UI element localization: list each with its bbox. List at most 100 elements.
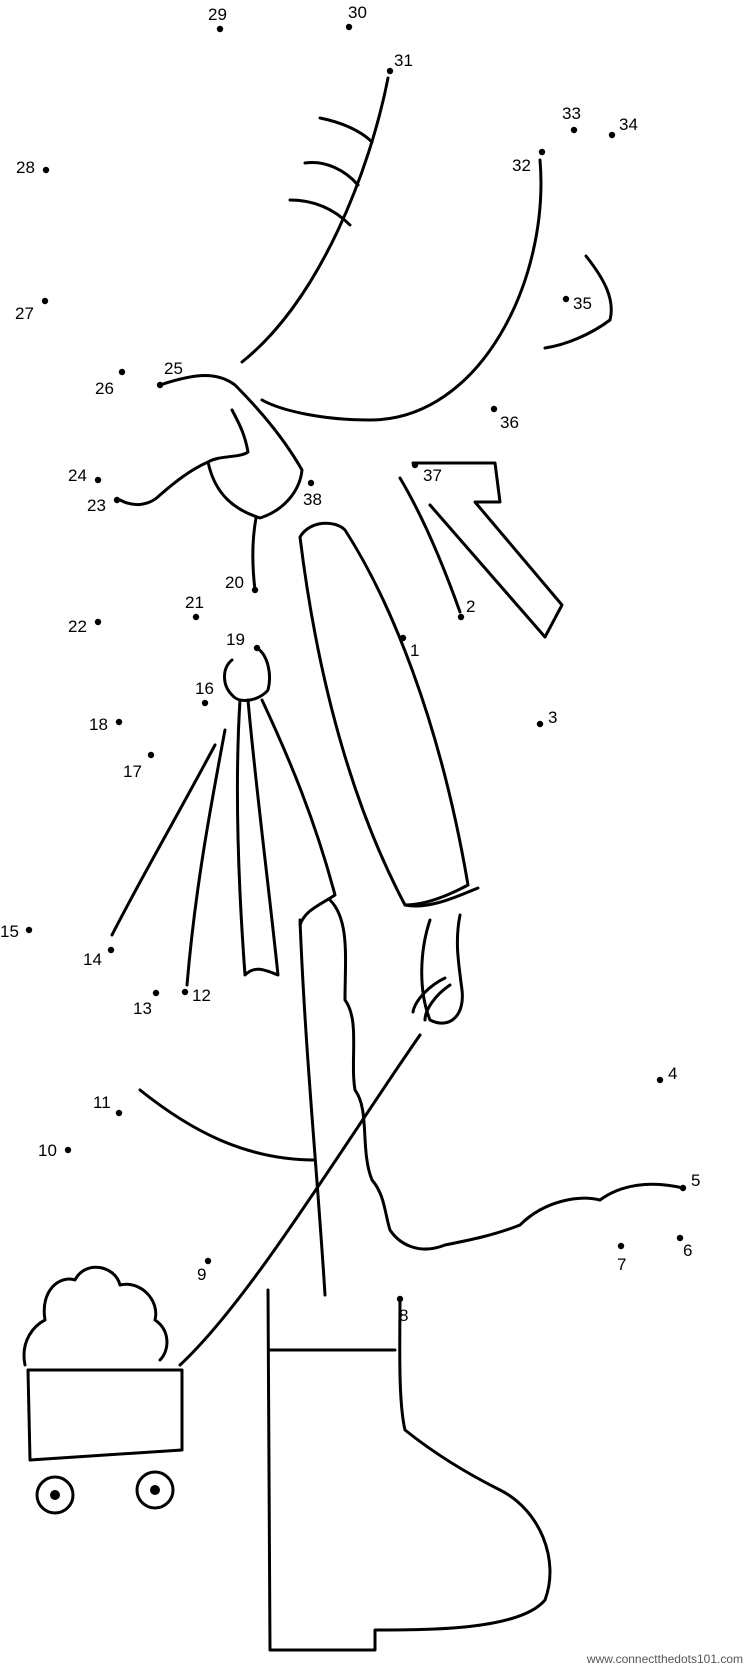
- dot-38[interactable]: [307, 479, 315, 487]
- right-sleeve: [411, 461, 564, 639]
- wagon-body: [26, 1368, 184, 1462]
- dot-20[interactable]: [251, 586, 259, 594]
- dot-label-19: 19: [226, 630, 245, 649]
- dot-25[interactable]: [156, 381, 164, 389]
- dot-label-32: 32: [512, 156, 531, 175]
- hair-stroke: [543, 254, 613, 350]
- dot-1[interactable]: [399, 634, 407, 642]
- dot-label-6: 6: [683, 1241, 692, 1260]
- dot-37[interactable]: [411, 461, 419, 469]
- dot-13[interactable]: [152, 989, 160, 997]
- scarf: [236, 698, 280, 977]
- dot-32[interactable]: [538, 148, 546, 156]
- dot-31[interactable]: [386, 67, 394, 75]
- dot-29[interactable]: [216, 25, 224, 33]
- dot-23[interactable]: [113, 496, 121, 504]
- cuff: [403, 886, 480, 908]
- dot-label-1: 1: [410, 641, 419, 660]
- dot-10[interactable]: [64, 1146, 72, 1154]
- hair-stroke: [240, 76, 390, 364]
- hair-stroke: [318, 116, 374, 144]
- dot-5[interactable]: [679, 1184, 687, 1192]
- dot-14[interactable]: [107, 946, 115, 954]
- dot-label-4: 4: [668, 1064, 677, 1083]
- hair-stroke: [288, 198, 352, 227]
- dot-27[interactable]: [41, 297, 49, 305]
- dot-label-21: 21: [185, 593, 204, 612]
- dot-26[interactable]: [118, 368, 126, 376]
- fingers: [411, 976, 452, 1022]
- dot-label-31: 31: [394, 51, 413, 70]
- dot-3[interactable]: [536, 720, 544, 728]
- dot-4[interactable]: [656, 1076, 664, 1084]
- dot-35[interactable]: [562, 295, 570, 303]
- line-art: [22, 76, 685, 1652]
- dot-label-7: 7: [617, 1255, 626, 1274]
- dot-label-37: 37: [423, 466, 442, 485]
- dot-label-12: 12: [192, 986, 211, 1005]
- dots-layer: 1234567891011121314151617181920212223242…: [0, 3, 700, 1325]
- dot-label-33: 33: [562, 104, 581, 123]
- dot-label-2: 2: [466, 597, 475, 616]
- watermark: www.connectthedots101.com: [586, 1652, 743, 1666]
- scarf-strand: [110, 743, 217, 937]
- dot-label-5: 5: [691, 1171, 700, 1190]
- dot-label-22: 22: [68, 617, 87, 636]
- dot-2[interactable]: [457, 613, 465, 621]
- wagon-wheel: [35, 1475, 75, 1515]
- right-sleeve-inner: [398, 476, 462, 614]
- leg: [298, 918, 327, 1297]
- dot-16[interactable]: [201, 699, 209, 707]
- pants-ruffle: [328, 898, 685, 1251]
- wagon-leaves: [22, 1265, 169, 1367]
- body-arm: [298, 521, 470, 907]
- dot-12[interactable]: [181, 988, 189, 996]
- dot-label-29: 29: [208, 5, 227, 24]
- hand: [420, 913, 464, 1025]
- dot-34[interactable]: [608, 131, 616, 139]
- scarf-top: [223, 646, 272, 702]
- dot-7[interactable]: [617, 1242, 625, 1250]
- dot-label-38: 38: [303, 490, 322, 509]
- dot-36[interactable]: [490, 405, 498, 413]
- head-outline: [260, 158, 543, 422]
- dot-label-25: 25: [164, 359, 183, 378]
- hair-stroke: [303, 160, 360, 187]
- dot-label-10: 10: [38, 1141, 57, 1160]
- dot-label-18: 18: [89, 715, 108, 734]
- dot-label-9: 9: [197, 1265, 206, 1284]
- dot-label-14: 14: [83, 950, 102, 969]
- dot-17[interactable]: [147, 751, 155, 759]
- dot-24[interactable]: [94, 476, 102, 484]
- dot-label-26: 26: [95, 379, 114, 398]
- dot-label-17: 17: [123, 762, 142, 781]
- hand-left: [118, 460, 210, 507]
- collar: [158, 374, 304, 520]
- dot-18[interactable]: [115, 718, 123, 726]
- dot-30[interactable]: [345, 23, 353, 31]
- coat-edge: [260, 698, 337, 927]
- dot-label-8: 8: [399, 1306, 408, 1325]
- dot-label-24: 24: [68, 466, 87, 485]
- dot-19[interactable]: [253, 644, 261, 652]
- dot-label-3: 3: [548, 708, 557, 727]
- wagon-rope: [178, 1033, 422, 1367]
- dot-label-27: 27: [15, 304, 34, 323]
- scarf-strand: [185, 728, 227, 987]
- dot-label-20: 20: [225, 573, 244, 592]
- dot-label-35: 35: [573, 294, 592, 313]
- dot-33[interactable]: [570, 126, 578, 134]
- dot-label-11: 11: [93, 1093, 111, 1112]
- neck: [251, 516, 258, 592]
- dot-6[interactable]: [676, 1234, 684, 1242]
- dot-label-30: 30: [348, 3, 367, 22]
- dot-15[interactable]: [25, 926, 33, 934]
- dot-11[interactable]: [115, 1109, 123, 1117]
- dot-9[interactable]: [204, 1257, 212, 1265]
- dot-label-16: 16: [195, 679, 214, 698]
- dot-28[interactable]: [42, 166, 50, 174]
- dot-22[interactable]: [94, 618, 102, 626]
- dot-8[interactable]: [396, 1295, 404, 1303]
- dot-21[interactable]: [192, 613, 200, 621]
